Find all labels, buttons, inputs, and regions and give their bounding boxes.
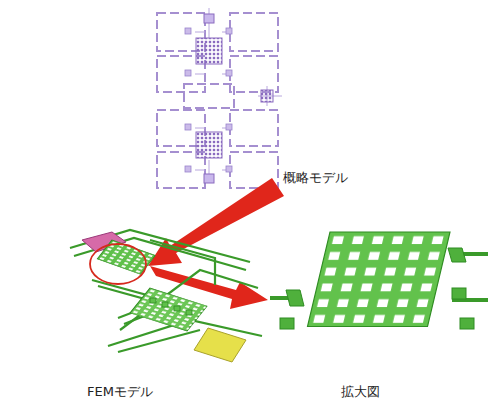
schematic-outline bbox=[157, 13, 278, 188]
fem-beams bbox=[70, 230, 262, 352]
pad bbox=[204, 14, 214, 23]
schematic-wires bbox=[195, 8, 282, 182]
mesh-block bbox=[196, 38, 222, 64]
model-caption: FEMモデル bbox=[87, 384, 153, 400]
schematic-pads bbox=[185, 28, 232, 172]
fem-pads bbox=[150, 298, 192, 315]
model-caption: 拡大図 bbox=[341, 384, 380, 400]
mesh-block bbox=[261, 90, 273, 102]
zoom-plate bbox=[308, 232, 451, 327]
mesh-block bbox=[196, 132, 222, 158]
pad bbox=[204, 174, 214, 183]
model-caption: 概略モデル bbox=[283, 170, 348, 186]
fem-plate bbox=[194, 328, 246, 362]
fem-plate bbox=[130, 288, 207, 331]
highlight-circle bbox=[90, 244, 146, 284]
